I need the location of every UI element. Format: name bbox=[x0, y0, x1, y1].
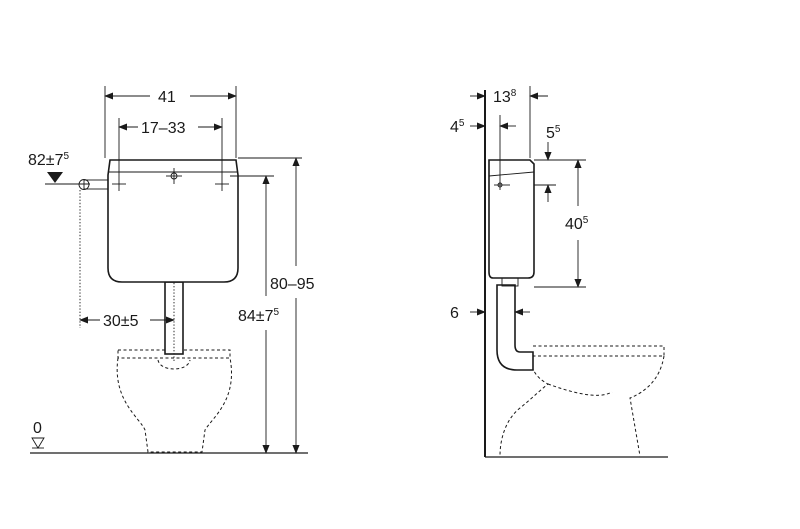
front-cistern bbox=[107, 159, 239, 283]
connection-spacing-label: 17–33 bbox=[141, 120, 186, 137]
cistern-height-label: 405 bbox=[565, 215, 589, 233]
inlet-marker-triangle bbox=[47, 172, 63, 183]
front-bowl-inner bbox=[157, 359, 191, 370]
pipe-distance-label: 6 bbox=[450, 305, 459, 322]
side-bowl-front bbox=[629, 355, 665, 457]
side-outlet-collar bbox=[501, 277, 519, 287]
floor-level-triangle bbox=[31, 437, 45, 449]
depth-label: 138 bbox=[493, 88, 517, 106]
front-view: 0 82±75 41 bbox=[28, 86, 315, 454]
side-cistern bbox=[488, 159, 535, 279]
width-label: 41 bbox=[158, 89, 176, 106]
side-bowl-seat bbox=[533, 345, 665, 357]
top-offset-label: 55 bbox=[546, 124, 561, 142]
flush-offset-label: 30±5 bbox=[103, 313, 139, 330]
overall-height-label: 80–95 bbox=[270, 276, 315, 293]
side-view: 138 45 55 405 6 bbox=[450, 86, 668, 458]
wall-gap-label: 45 bbox=[450, 118, 465, 136]
side-cistern-lid-line bbox=[488, 171, 535, 177]
floor-level-label: 0 bbox=[33, 420, 42, 437]
water-inlet-valve bbox=[83, 179, 109, 190]
inlet-height-84-label: 84±75 bbox=[238, 307, 279, 325]
side-flush-pipe bbox=[496, 284, 534, 371]
front-bowl-body bbox=[116, 357, 232, 453]
side-bowl-back bbox=[499, 355, 549, 457]
side-bowl-inner bbox=[547, 383, 613, 396]
inlet-height-label: 82±75 bbox=[28, 151, 69, 169]
